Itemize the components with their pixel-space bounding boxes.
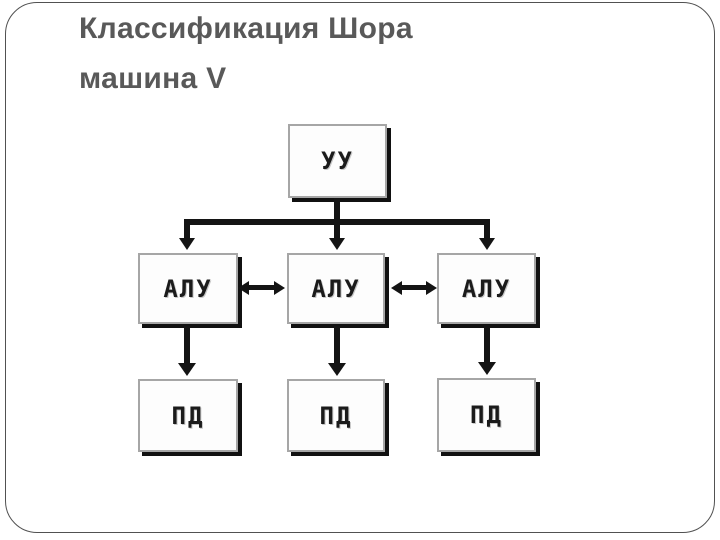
node-pd-2: ПД (287, 379, 385, 452)
slide-title: Классификация Шора машина V (79, 4, 413, 104)
arrow-down-icon (179, 238, 195, 250)
arrow-right-icon (274, 281, 285, 295)
node-alu-3: АЛУ (437, 253, 536, 324)
node-alu-1: АЛУ (138, 253, 238, 324)
arrow-down-icon (478, 362, 496, 375)
arrow-left-icon (391, 281, 402, 295)
edge-uu-alu3-line (484, 225, 490, 239)
arrow-down-icon (328, 363, 346, 376)
edge-alu1-alu2-line (249, 285, 275, 290)
arrow-left-icon (238, 281, 249, 295)
arrow-down-icon (479, 238, 495, 250)
edge-alu1-pd1-line (184, 326, 190, 364)
arrow-right-icon (426, 281, 437, 295)
arrow-down-icon (178, 363, 196, 376)
edge-uu-alu2-line (334, 225, 340, 239)
node-pd-1: ПД (138, 379, 238, 452)
slide-title-line2: машина V (79, 62, 227, 95)
slide-title-line1: Классификация Шора (79, 12, 413, 45)
edge-alu3-pd3-line (484, 325, 490, 363)
node-pd-3: ПД (437, 378, 536, 452)
edge-uu-alu1-line (184, 225, 190, 239)
edge-uu-bus-line (184, 219, 490, 225)
node-uu: УУ (288, 124, 387, 198)
node-alu-2: АЛУ (287, 253, 385, 324)
arrow-down-icon (329, 238, 345, 250)
edge-uu-stub-line (334, 198, 340, 225)
edge-alu2-pd2-line (334, 326, 340, 364)
edge-alu2-alu3-line (402, 285, 426, 290)
